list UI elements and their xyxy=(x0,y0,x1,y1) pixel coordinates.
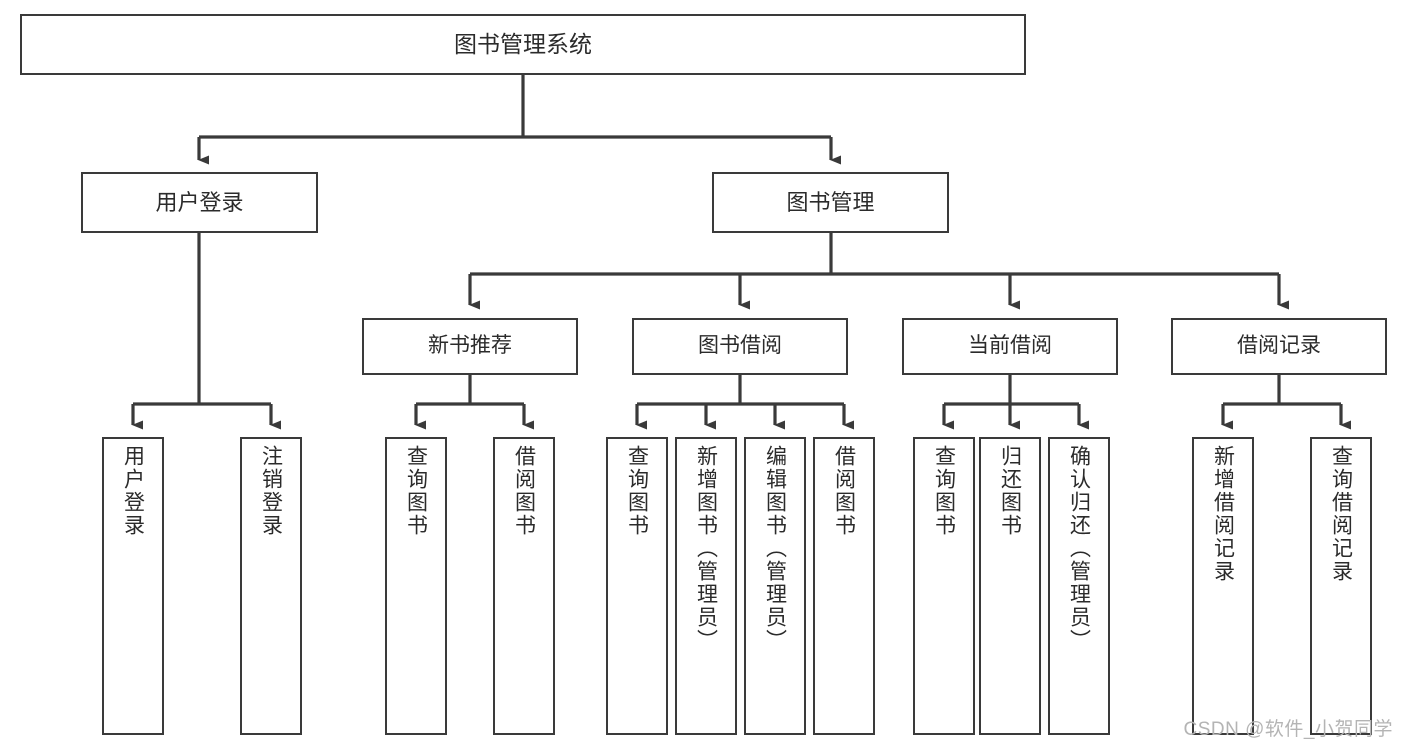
node-leaf-query-book-1[interactable]: 查询图书 xyxy=(385,437,447,735)
node-leaf-query-record-label: 查询借阅记录 xyxy=(1329,445,1353,583)
node-leaf-logout[interactable]: 注销登录 xyxy=(240,437,302,735)
node-leaf-query-book-3[interactable]: 查询图书 xyxy=(913,437,975,735)
node-user-login[interactable]: 用户登录 xyxy=(81,172,318,233)
node-leaf-edit-book[interactable]: 编辑图书（管理员） xyxy=(744,437,806,735)
node-leaf-confirm-return[interactable]: 确认归还（管理员） xyxy=(1048,437,1110,735)
node-leaf-user-login-label: 用户登录 xyxy=(121,445,145,537)
node-leaf-user-login[interactable]: 用户登录 xyxy=(102,437,164,735)
node-current-borrow-label: 当前借阅 xyxy=(968,334,1052,358)
watermark-text: CSDN @软件_小贺同学 xyxy=(1183,719,1393,740)
node-root[interactable]: 图书管理系统 xyxy=(20,14,1026,75)
node-leaf-query-record[interactable]: 查询借阅记录 xyxy=(1310,437,1372,735)
node-new-book-recommend[interactable]: 新书推荐 xyxy=(362,318,578,375)
node-book-borrow-label: 图书借阅 xyxy=(698,334,782,358)
node-leaf-add-book-label: 新增图书（管理员） xyxy=(694,445,718,652)
node-leaf-query-book-1-label: 查询图书 xyxy=(404,445,428,537)
node-book-management[interactable]: 图书管理 xyxy=(712,172,949,233)
node-leaf-query-book-2[interactable]: 查询图书 xyxy=(606,437,668,735)
node-leaf-borrow-book-2-label: 借阅图书 xyxy=(832,445,856,537)
node-borrow-record[interactable]: 借阅记录 xyxy=(1171,318,1387,375)
node-borrow-record-label: 借阅记录 xyxy=(1237,334,1321,358)
node-leaf-confirm-return-label: 确认归还（管理员） xyxy=(1067,445,1091,652)
node-leaf-query-book-3-label: 查询图书 xyxy=(932,445,956,537)
node-leaf-add-book[interactable]: 新增图书（管理员） xyxy=(675,437,737,735)
node-leaf-return-book-label: 归还图书 xyxy=(998,445,1022,537)
node-new-book-recommend-label: 新书推荐 xyxy=(428,334,512,358)
node-leaf-borrow-book-2[interactable]: 借阅图书 xyxy=(813,437,875,735)
node-leaf-borrow-book-1-label: 借阅图书 xyxy=(512,445,536,537)
node-leaf-borrow-book-1[interactable]: 借阅图书 xyxy=(493,437,555,735)
node-leaf-return-book[interactable]: 归还图书 xyxy=(979,437,1041,735)
node-leaf-add-record-label: 新增借阅记录 xyxy=(1211,445,1235,583)
node-current-borrow[interactable]: 当前借阅 xyxy=(902,318,1118,375)
node-user-login-label: 用户登录 xyxy=(155,189,244,215)
node-leaf-edit-book-label: 编辑图书（管理员） xyxy=(763,445,787,652)
node-leaf-logout-label: 注销登录 xyxy=(259,445,283,537)
node-book-borrow[interactable]: 图书借阅 xyxy=(632,318,848,375)
node-leaf-query-book-2-label: 查询图书 xyxy=(625,445,649,537)
node-leaf-add-record[interactable]: 新增借阅记录 xyxy=(1192,437,1254,735)
node-book-management-label: 图书管理 xyxy=(786,189,875,215)
node-root-label: 图书管理系统 xyxy=(454,31,592,58)
